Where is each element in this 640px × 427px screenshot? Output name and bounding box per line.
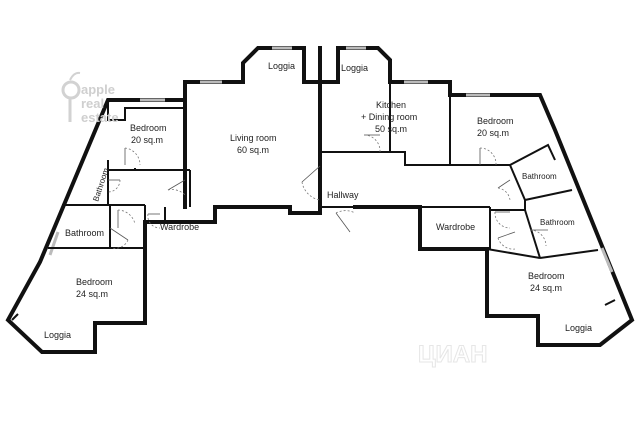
label-wardrobe-left: Wardrobe	[160, 222, 199, 232]
interior-walls	[11, 80, 616, 321]
label-kitchen-area: 50 sq.m	[375, 124, 407, 134]
label-bathroom-right-top: Bathroom	[522, 172, 557, 181]
wall-right-wing	[448, 80, 635, 347]
label-loggia-bottom-right: Loggia	[565, 323, 592, 333]
wall-top-right-loggia	[318, 46, 452, 84]
label-living-area: 60 sq.m	[237, 145, 269, 155]
label-bedroom-tr-area: 20 sq.m	[477, 128, 509, 138]
doors	[107, 134, 548, 250]
logo: apple real estate	[61, 71, 119, 125]
label-bathroom-left: Bathroom	[65, 228, 104, 238]
label-living-name: Living room	[230, 133, 277, 143]
wall-left-wing	[5, 80, 217, 354]
label-bedroom-br-name: Bedroom	[528, 271, 565, 281]
label-bedroom-tl-area: 20 sq.m	[131, 135, 163, 145]
label-hallway: Hallway	[327, 190, 359, 200]
wall-hall-bottom	[353, 205, 489, 251]
label-bedroom-tl-name: Bedroom	[130, 123, 167, 133]
wall-living-bottom	[213, 205, 322, 215]
logo-line3: estate	[81, 110, 119, 125]
label-bedroom-tr-name: Bedroom	[477, 116, 514, 126]
logo-line2: real	[81, 96, 104, 111]
label-wardrobe-right: Wardrobe	[436, 222, 475, 232]
outer-walls	[5, 46, 635, 354]
label-loggia-top-left: Loggia	[268, 61, 295, 71]
watermark-text: ЦИАН	[418, 341, 487, 368]
label-loggia-top-right: Loggia	[341, 63, 368, 73]
logo-leaf-icon	[69, 71, 81, 81]
logo-line1: apple	[81, 82, 115, 97]
wall-top-left-loggia	[183, 46, 322, 84]
logo-ring-icon	[61, 80, 81, 100]
label-bedroom-bl-area: 24 sq.m	[76, 289, 108, 299]
watermark: ЦИАН	[418, 341, 488, 369]
label-bedroom-bl-name: Bedroom	[76, 277, 113, 287]
label-loggia-bottom-left: Loggia	[44, 330, 71, 340]
label-bedroom-br-area: 24 sq.m	[530, 283, 562, 293]
label-kitchen-line2: + Dining room	[361, 112, 417, 122]
windows	[48, 46, 614, 273]
label-kitchen-line1: Kitchen	[376, 100, 406, 110]
label-bathroom-right-bottom: Bathroom	[540, 218, 575, 227]
